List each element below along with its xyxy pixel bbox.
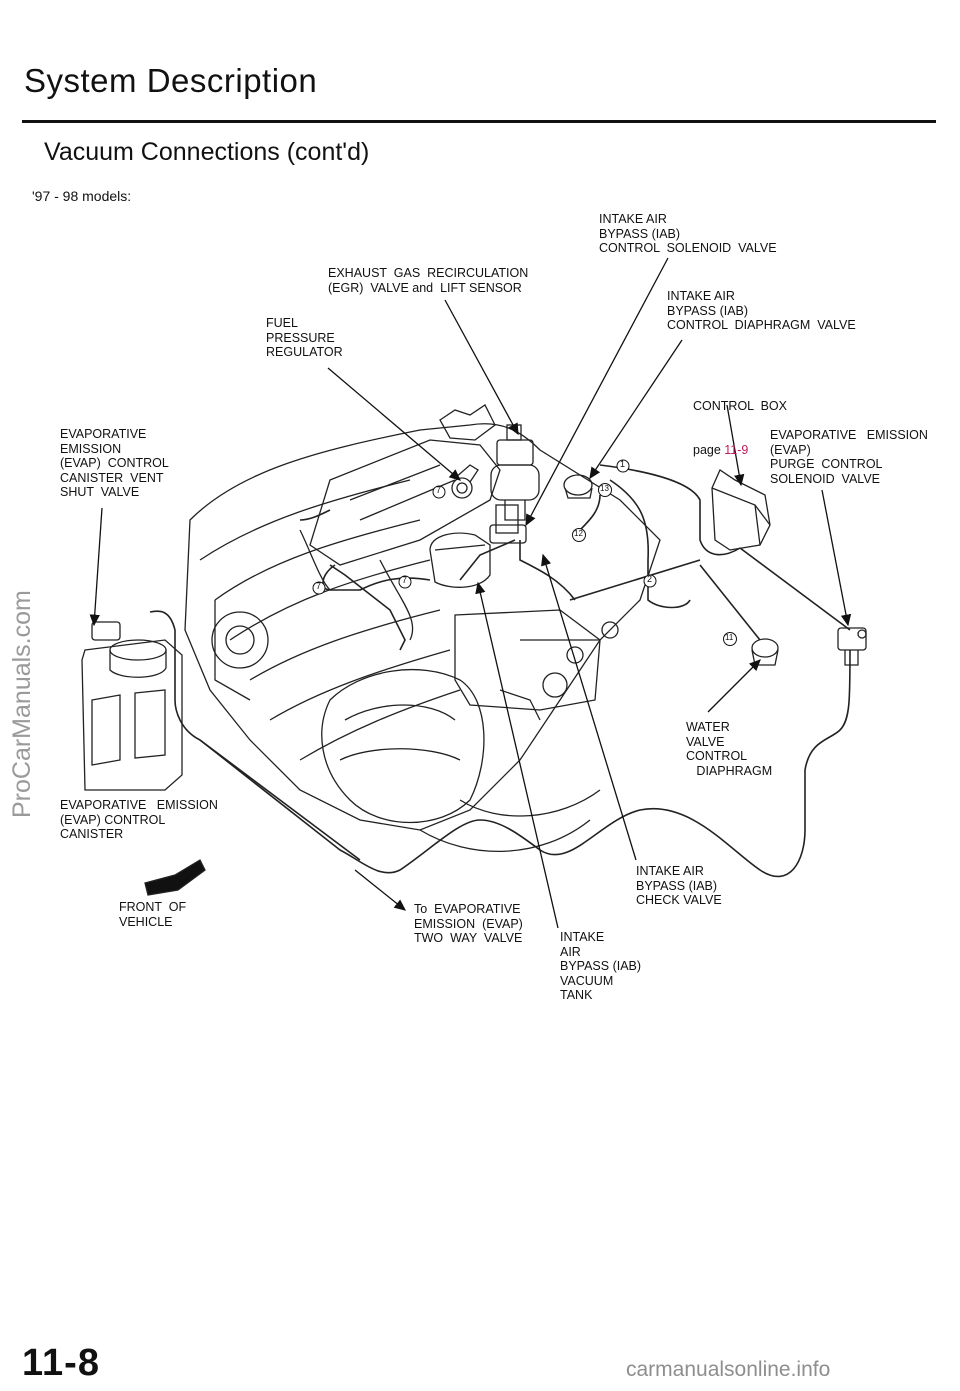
label-egr-valve: EXHAUST GAS RECIRCULATION (EGR) VALVE an…: [328, 266, 529, 295]
engine-outline: [184, 404, 661, 852]
evap-canister-shape: [81, 621, 183, 791]
label-iab-check-valve: INTAKE AIR BYPASS (IAB) CHECK VALVE: [636, 864, 722, 907]
page-link-11-9[interactable]: 11-9: [724, 442, 749, 457]
iab-solenoid-shape: [489, 504, 527, 544]
callout-2: 2: [643, 574, 657, 593]
watermark-procarmanuals: ProCarManuals.com: [8, 590, 36, 818]
water-valve-shape: [751, 638, 779, 666]
control-box-shape: [711, 469, 771, 551]
label-front-of-vehicle: FRONT OF VEHICLE: [119, 900, 187, 929]
label-evap-two-way-valve: To EVAPORATIVE EMISSION (EVAP) TWO WAY V…: [414, 902, 523, 945]
callout-1: 1: [616, 459, 630, 478]
callout-13: 13: [597, 483, 613, 502]
label-evap-purge-solenoid: EVAPORATIVE EMISSION (EVAP) PURGE CONTRO…: [770, 428, 928, 486]
label-control-box: CONTROL BOX page 11-9: [693, 370, 787, 472]
leader-lines: [89, 257, 852, 929]
page-number: 11-8: [22, 1342, 100, 1384]
label-water-valve-diaphragm: WATER VALVE CONTROL DIAPHRAGM: [686, 720, 773, 778]
purge-solenoid-shape: [837, 627, 867, 666]
iab-diaphragm-shape: [563, 474, 593, 499]
watermark-carmanualsonline: carmanualsonline.info: [626, 1358, 831, 1381]
iab-vacuum-tank-shape: [429, 532, 491, 588]
label-iab-control-diaphragm: INTAKE AIR BYPASS (IAB) CONTROL DIAPHRAG…: [667, 289, 856, 332]
egr-valve-shape: [490, 424, 540, 521]
title-rule: [22, 120, 936, 123]
callout-11: 11: [722, 632, 738, 651]
label-fuel-pressure-regulator: FUEL PRESSURE REGULATOR: [266, 316, 343, 359]
callout-12: 12: [571, 528, 587, 547]
label-iab-control-solenoid: INTAKE AIR BYPASS (IAB) CONTROL SOLENOID…: [599, 212, 777, 255]
page-title: System Description: [24, 62, 318, 99]
section-subtitle: Vacuum Connections (cont'd): [44, 138, 370, 166]
label-evap-canister: EVAPORATIVE EMISSION (EVAP) CONTROL CANI…: [60, 798, 218, 841]
model-years: '97 - 98 models:: [32, 188, 132, 204]
fuel-regulator-shape: [451, 464, 479, 499]
label-evap-vent-shut-valve: EVAPORATIVE EMISSION (EVAP) CONTROL CANI…: [60, 427, 169, 499]
front-arrow-shape: [144, 859, 206, 896]
control-box-title: CONTROL BOX: [693, 399, 787, 413]
callout-7-lower: 7: [312, 581, 326, 600]
callout-7-upper: 7: [432, 485, 446, 504]
callout-7-middle: 7: [398, 575, 412, 594]
label-iab-vacuum-tank: INTAKE AIR BYPASS (IAB) VACUUM TANK: [560, 930, 642, 1002]
control-box-page-ref: page 11-9: [693, 442, 749, 457]
